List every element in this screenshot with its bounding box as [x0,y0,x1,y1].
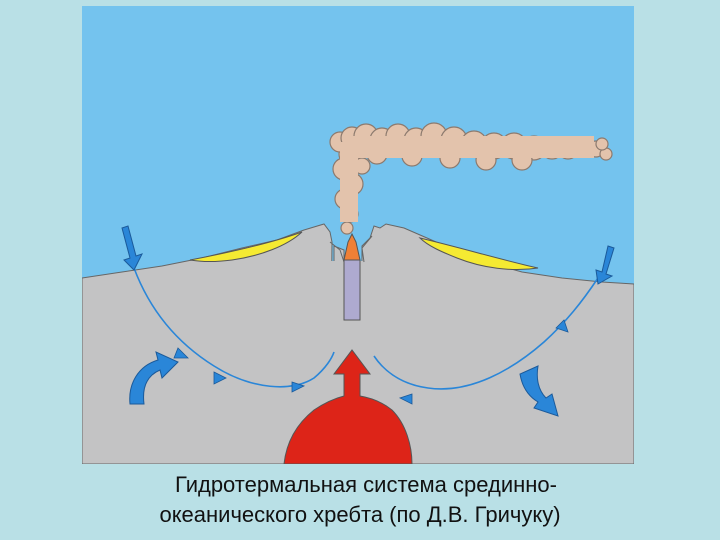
caption-line-1: Гидротермальная система срединно- [175,472,557,497]
flow-lines [133,267,599,390]
caption-line-2: океанического хребта (по Д.В. Гричуку) [159,502,561,527]
magma-chamber [283,349,413,464]
diagram [82,6,634,464]
vent-conduit [343,259,361,321]
sediment-right [418,237,539,270]
curved-arrow-left [129,351,179,405]
sediment-left [189,231,303,262]
smoke-plume-fill [340,136,594,222]
figure-caption: Гидротермальная система срединно- океани… [0,470,720,530]
seawater-inflow-arrows [121,225,615,285]
flow-arrowheads [173,319,569,405]
curved-arrow-right [519,365,559,417]
